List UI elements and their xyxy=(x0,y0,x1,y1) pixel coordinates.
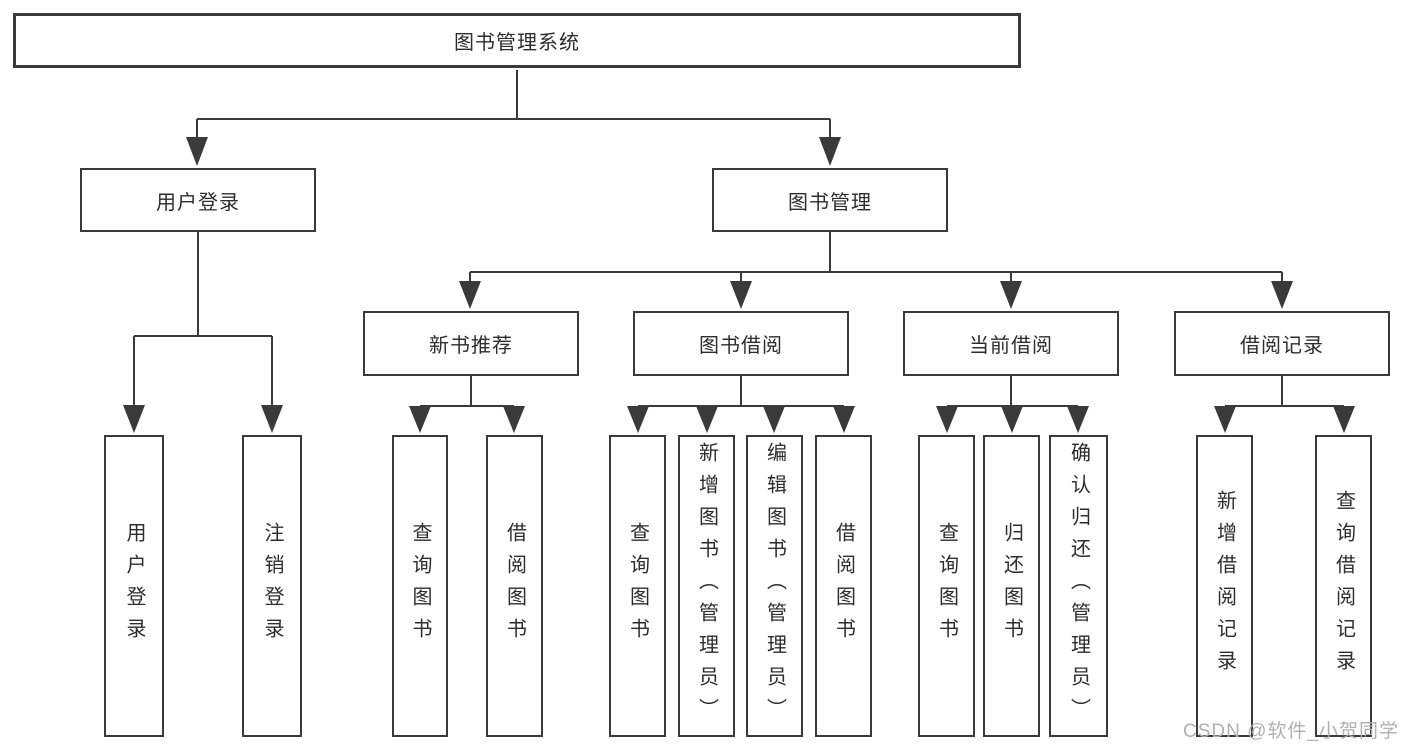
node-label: 新增图书（管理员） xyxy=(695,442,718,730)
node-label: 图书借阅 xyxy=(699,335,783,357)
node-leaf-query-books-rec: 查询图书 xyxy=(392,435,448,737)
node-label: 新书推荐 xyxy=(429,335,513,357)
node-label: 图书管理 xyxy=(788,191,872,214)
node-label: 借阅记录 xyxy=(1240,335,1324,357)
node-label: 查询图书 xyxy=(935,522,958,650)
node-book-borrowing: 图书借阅 xyxy=(633,311,849,376)
connector-book-borrow-to-leaves xyxy=(627,376,855,433)
node-label: 查询图书 xyxy=(409,522,431,650)
node-new-book-recommendation: 新书推荐 xyxy=(363,311,579,376)
node-label: 归还图书 xyxy=(1000,522,1023,650)
node-leaf-confirm-return-admin: 确认归还（管理员） xyxy=(1049,435,1108,737)
arrowhead-icon xyxy=(1000,281,1022,309)
node-label: 图书管理系统 xyxy=(454,32,580,54)
arrowhead-icon xyxy=(1333,406,1355,433)
connector-root-to-level2 xyxy=(186,70,841,166)
arrowhead-icon xyxy=(261,405,283,433)
arrowhead-icon xyxy=(696,406,718,433)
arrowhead-icon xyxy=(627,406,649,433)
node-label: 编辑图书（管理员） xyxy=(763,442,786,730)
node-label: 借阅图书 xyxy=(832,522,855,650)
node-leaf-add-books-admin: 新增图书（管理员） xyxy=(678,435,735,737)
node-leaf-return-books: 归还图书 xyxy=(983,435,1040,737)
node-leaf-query-borrow-record: 查询借阅记录 xyxy=(1315,435,1372,737)
node-leaf-user-login: 用户登录 xyxy=(104,435,164,737)
node-leaf-add-borrow-record: 新增借阅记录 xyxy=(1196,435,1253,737)
connector-borrow-records-to-leaves xyxy=(1214,376,1355,433)
node-borrowing-records: 借阅记录 xyxy=(1174,311,1390,376)
node-label: 查询图书 xyxy=(626,522,649,650)
arrowhead-icon xyxy=(1271,281,1293,309)
connector-user-login-to-leaves xyxy=(123,232,283,433)
node-leaf-logout: 注销登录 xyxy=(242,435,302,737)
node-leaf-edit-books-admin: 编辑图书（管理员） xyxy=(746,435,803,737)
arrowhead-icon xyxy=(123,405,145,433)
node-label: 确认归还（管理员） xyxy=(1067,442,1090,730)
node-leaf-query-books-cb: 查询图书 xyxy=(918,435,975,737)
node-library-management-system: 图书管理系统 xyxy=(13,13,1021,68)
connector-current-borrow-to-leaves xyxy=(936,376,1089,433)
node-label: 查询借阅记录 xyxy=(1332,490,1355,682)
node-label: 用户登录 xyxy=(123,522,145,650)
node-book-management: 图书管理 xyxy=(712,168,948,232)
node-label: 借阅图书 xyxy=(503,522,526,650)
arrowhead-icon xyxy=(936,406,958,433)
connector-new-book-rec-to-leaves xyxy=(409,376,525,433)
arrowhead-icon xyxy=(186,137,208,166)
arrowhead-icon xyxy=(819,137,841,166)
arrowhead-icon xyxy=(503,406,525,433)
arrowhead-icon xyxy=(833,406,855,433)
arrowhead-icon xyxy=(1001,406,1023,433)
node-current-borrowing: 当前借阅 xyxy=(903,311,1119,376)
arrowhead-icon xyxy=(763,406,785,433)
watermark: CSDN @软件_小贺同学 xyxy=(1183,721,1399,742)
connector-book-management-to-level3 xyxy=(459,232,1293,309)
arrowhead-icon xyxy=(1067,406,1089,433)
node-label: 注销登录 xyxy=(261,522,283,650)
node-leaf-query-books-bb: 查询图书 xyxy=(609,435,666,737)
node-leaf-borrow-books-rec: 借阅图书 xyxy=(486,435,543,737)
arrowhead-icon xyxy=(1214,406,1236,433)
node-leaf-borrow-books-bb: 借阅图书 xyxy=(815,435,872,737)
node-label: 当前借阅 xyxy=(969,335,1053,357)
arrowhead-icon xyxy=(459,281,481,309)
node-user-login: 用户登录 xyxy=(80,168,316,232)
node-label: 新增借阅记录 xyxy=(1213,490,1236,682)
node-label: 用户登录 xyxy=(156,191,240,214)
arrowhead-icon xyxy=(730,281,752,309)
arrowhead-icon xyxy=(409,406,431,433)
